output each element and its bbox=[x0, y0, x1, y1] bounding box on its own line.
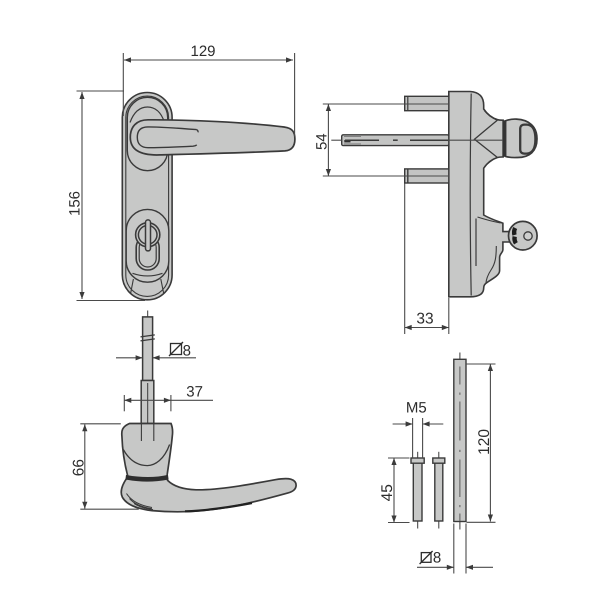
svg-text:54: 54 bbox=[314, 133, 331, 150]
svg-text:66: 66 bbox=[70, 459, 87, 476]
svg-text:37: 37 bbox=[186, 384, 203, 401]
svg-text:8: 8 bbox=[183, 343, 191, 360]
svg-text:M5: M5 bbox=[406, 399, 427, 416]
svg-text:8: 8 bbox=[433, 550, 441, 567]
svg-text:129: 129 bbox=[190, 43, 215, 60]
svg-text:45: 45 bbox=[379, 484, 396, 501]
svg-text:120: 120 bbox=[476, 429, 493, 455]
svg-text:156: 156 bbox=[67, 191, 84, 216]
svg-text:33: 33 bbox=[416, 311, 433, 328]
